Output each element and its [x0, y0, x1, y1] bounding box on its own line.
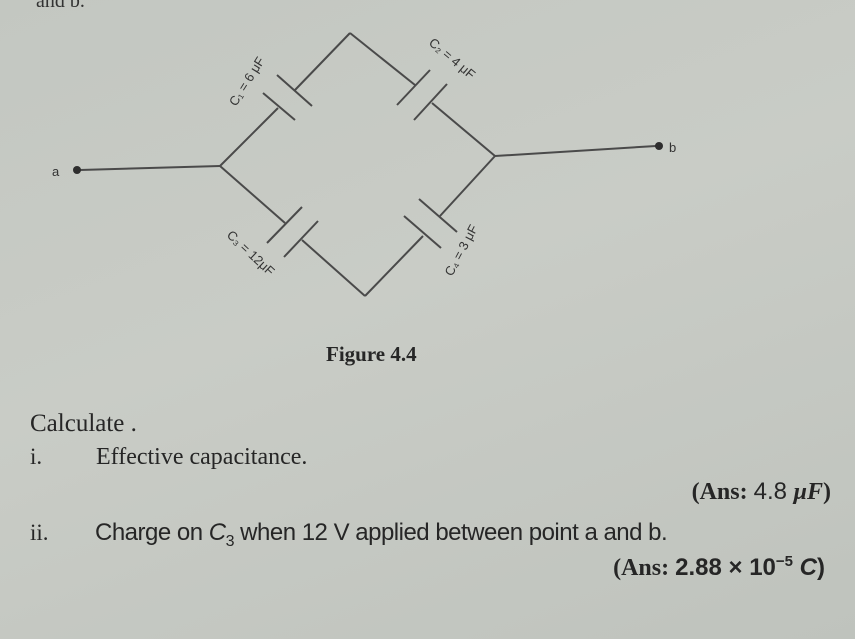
item-2-number: ii.	[30, 520, 49, 545]
answer-exponent: −5	[775, 553, 793, 570]
item-2-text-pre: Charge on	[95, 519, 209, 546]
previous-text-fragment: and b.	[36, 0, 85, 12]
answer-prefix: (Ans:	[691, 479, 754, 505]
capacitor-c1-label: C₁ = 6 μF	[226, 54, 268, 109]
item-2-subscript: 3	[225, 532, 235, 550]
item-2-text: Charge on C3 when 12 V applied between p…	[95, 519, 668, 551]
node-b-label: b	[669, 140, 676, 155]
answer-unit: μF	[793, 479, 823, 505]
item-2-variable: C	[208, 519, 226, 546]
item-2-answer: (Ans: 2.88 × 10−5 C)	[613, 553, 825, 582]
answer-value: 2.88 × 10	[675, 554, 776, 581]
answer-prefix: (Ans:	[613, 555, 676, 581]
item-1-number: i.	[30, 444, 43, 469]
figure-caption: Figure 4.4	[326, 342, 417, 366]
capacitor-c3-label: C₃ = 12μF	[224, 227, 278, 279]
node-a-label: a	[52, 164, 60, 179]
capacitor-c2-label: C₂ = 4 μF	[426, 35, 478, 82]
answer-unit: C	[793, 554, 817, 581]
item-1-text: Effective capacitance.	[96, 444, 308, 470]
answer-value: 4.8	[753, 478, 794, 505]
question-intro: Calculate .	[30, 410, 137, 437]
capacitor-c4-label: C₄ = 3 μF	[441, 222, 480, 278]
capacitor-circuit-diagram: a b C₁ = 6 μF C₂ = 4 μF C₃ = 12μF C₄ = 3…	[52, 32, 676, 297]
item-2-text-post: when 12 V applied between point a and b.	[234, 519, 668, 546]
answer-suffix: )	[823, 479, 831, 505]
item-1-answer: (Ans: 4.8 μF)	[692, 478, 831, 506]
answer-suffix: )	[817, 554, 825, 581]
